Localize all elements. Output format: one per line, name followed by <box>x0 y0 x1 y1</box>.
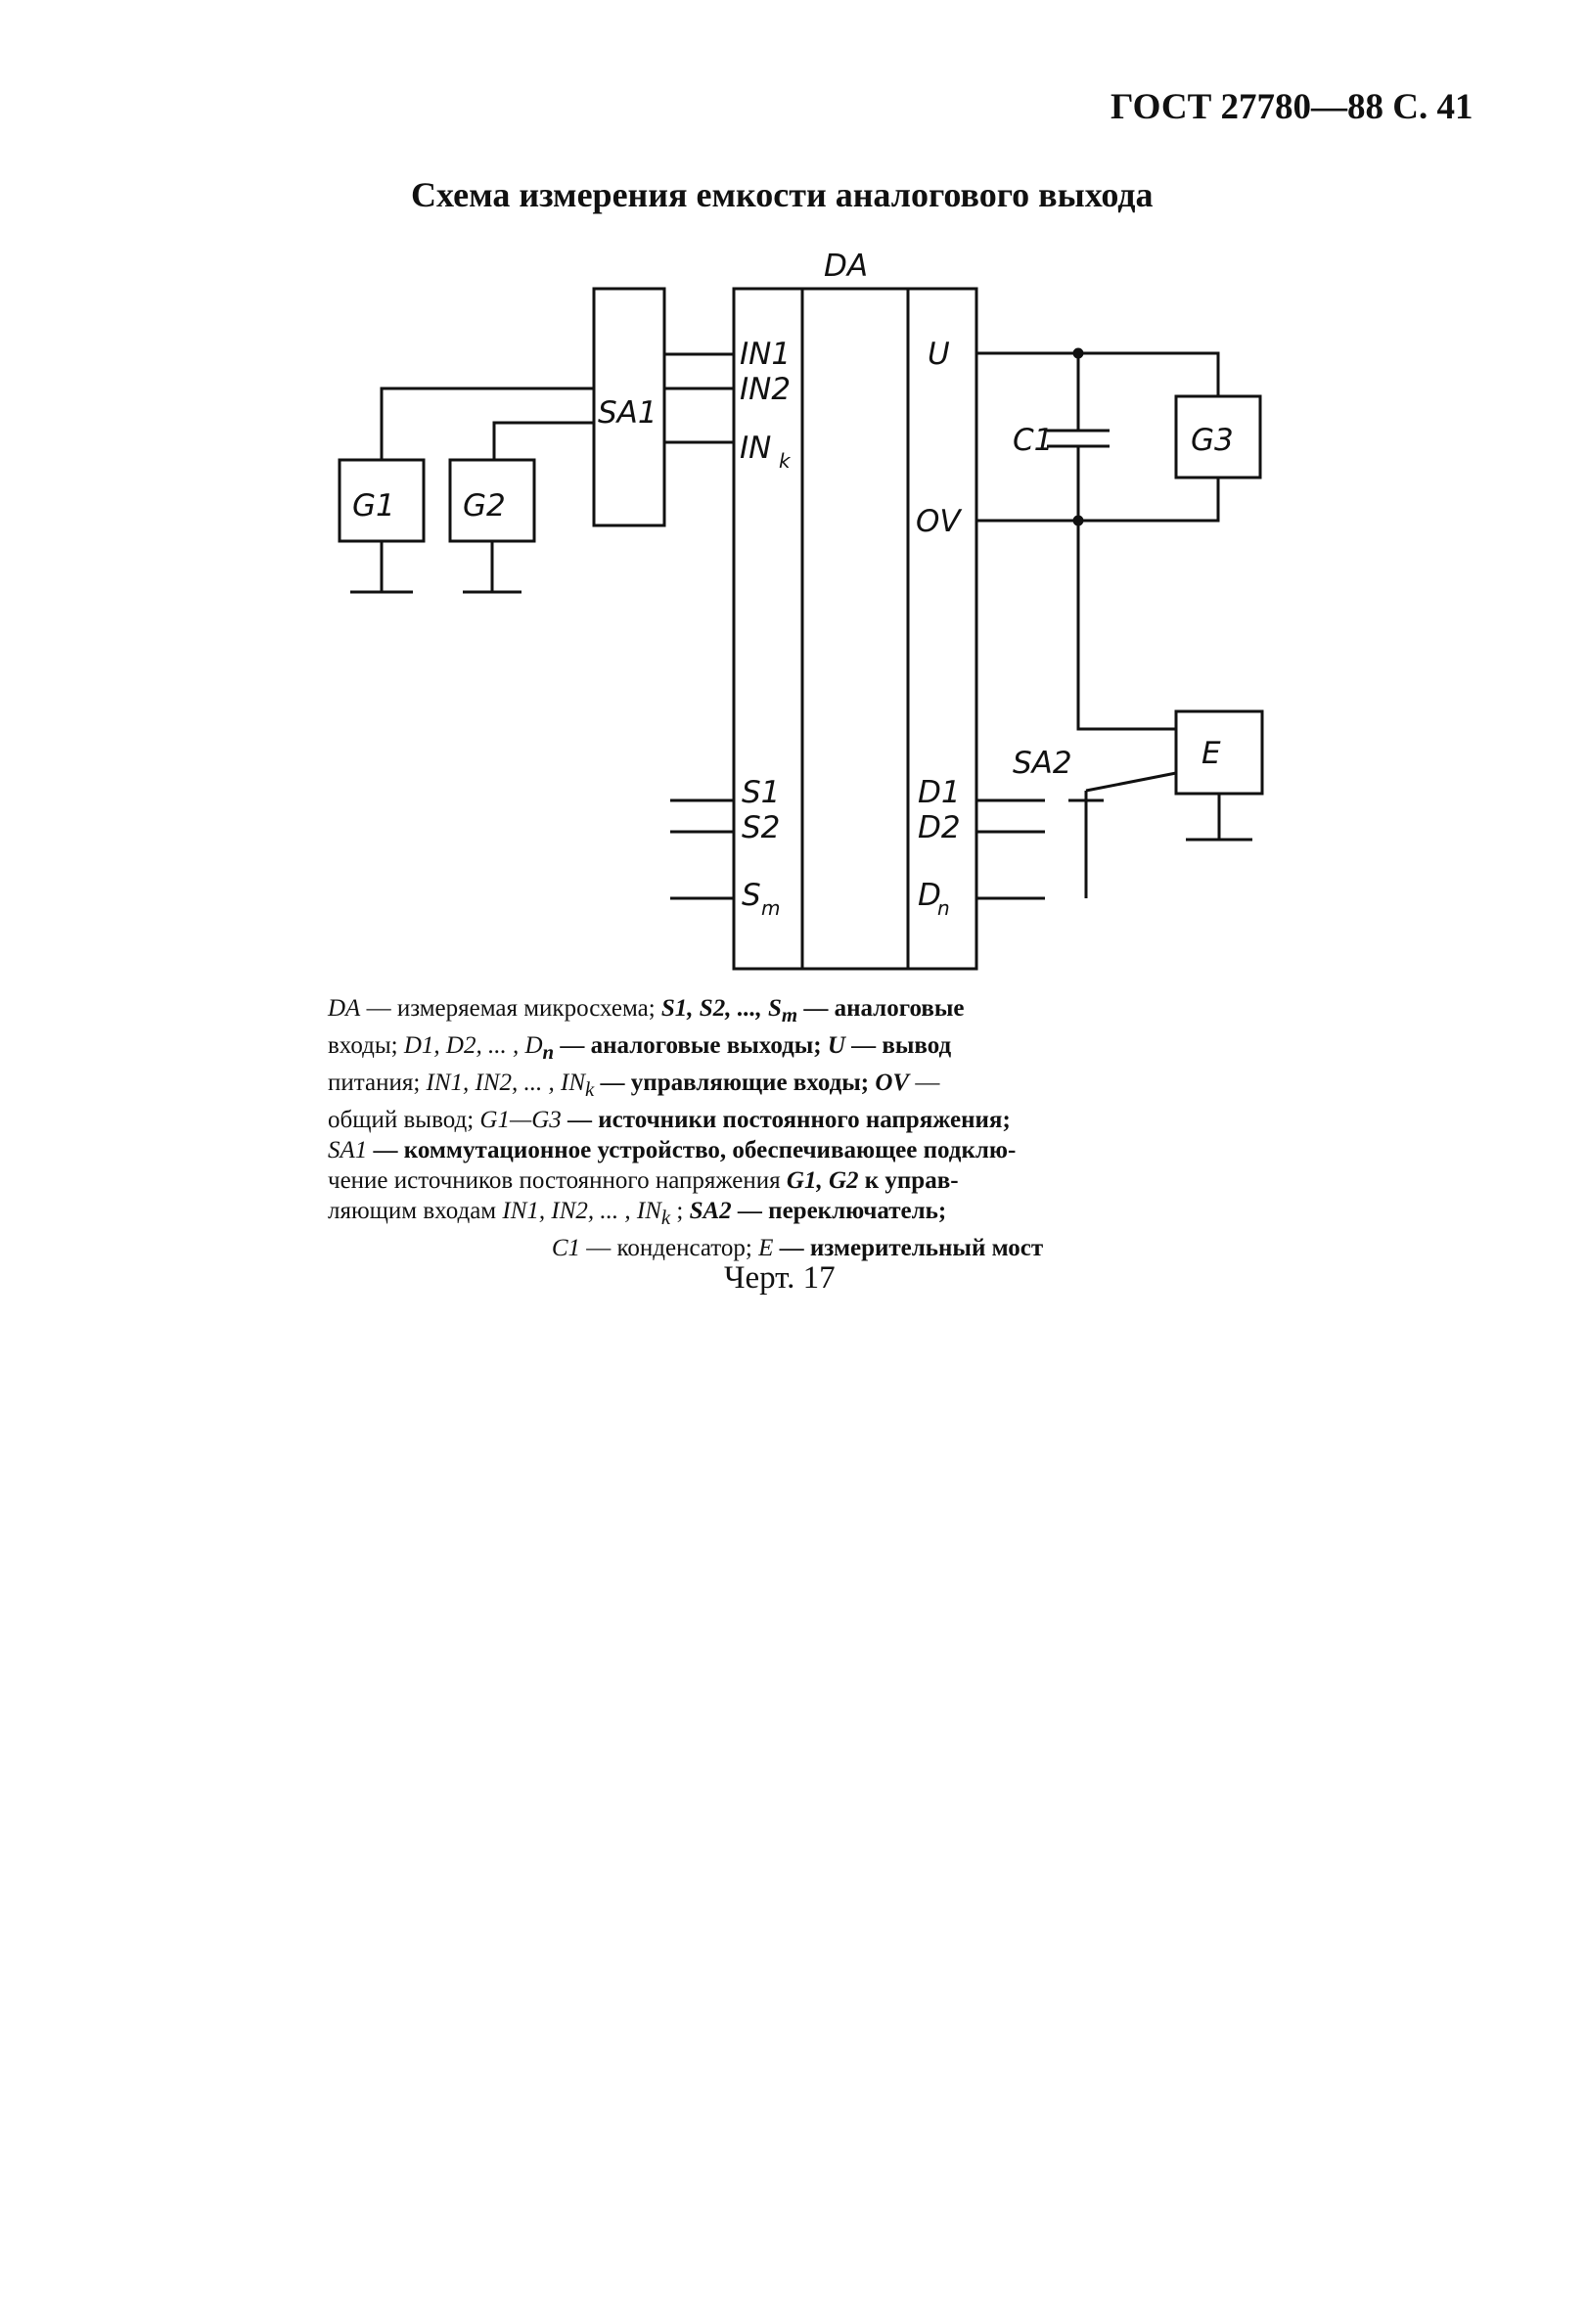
wire-sa2-to-bridge <box>1085 771 1177 793</box>
wire-ov-rail <box>976 478 1220 523</box>
legend-line-6: чение источников постоянного напряжения … <box>328 1167 959 1194</box>
pin-d1-label: D1 <box>918 775 961 810</box>
bridge-e-label: E <box>1202 736 1221 771</box>
pin-ink-sub: k <box>779 449 792 473</box>
wire-u-rail <box>976 351 1220 396</box>
pin-in1-label: IN1 <box>740 337 791 372</box>
pin-u-label: U <box>928 337 950 372</box>
legend-line-2: входы; D1, D2, ... , Dn — аналоговые вых… <box>328 1032 952 1064</box>
legend-line-4: общий вывод; G1—G3 — источники постоянно… <box>328 1107 1011 1133</box>
chip-da-outer <box>732 287 978 971</box>
pin-ov-label: OV <box>916 504 963 539</box>
circuit-diagram: DA SA1 G1 G2 IN1 IN2 IN k S1 S2 S m U OV… <box>338 249 1264 971</box>
page-header: ГОСТ 27780—88 С. 41 <box>1111 87 1474 127</box>
switch-sa1-box <box>592 287 666 527</box>
legend-line-5: SA1 — коммутационное устройство, обеспеч… <box>328 1137 1017 1163</box>
wire-g2 <box>492 421 594 460</box>
legend-line-8: C1 — конденсатор; E — измерительный мост <box>551 1235 1044 1261</box>
switch-sa2-label: SA2 <box>1013 746 1072 781</box>
legend-line-1: DA — измеряемая микросхема; S1, S2, ...,… <box>328 995 965 1026</box>
pin-dn-sub: n <box>937 896 950 920</box>
pin-sm-label: S <box>742 878 761 913</box>
wire-ov-to-bridge <box>1076 521 1176 731</box>
gen-g2-label: G2 <box>463 488 506 524</box>
capacitor-c1-label: C1 <box>1013 423 1053 458</box>
chip-da-label: DA <box>824 249 868 284</box>
gen-g1-label: G1 <box>352 488 395 524</box>
wire-g1 <box>380 387 594 460</box>
legend-line-3: питания; IN1, IN2, ... , INk — управляющ… <box>328 1070 940 1101</box>
pin-in2-label: IN2 <box>740 372 791 407</box>
gen-g3-box <box>1174 394 1262 479</box>
pin-ink-label: IN <box>740 431 771 466</box>
pin-d2-label: D2 <box>918 810 961 845</box>
pin-s1-label: S1 <box>742 775 780 810</box>
figure-title: Схема измерения емкости аналогового выхо… <box>411 175 1154 214</box>
switch-sa1-label: SA1 <box>598 395 657 431</box>
gen-g3-label: G3 <box>1191 423 1234 458</box>
legend-line-7: ляющим входам IN1, IN2, ... , INk ; SA2 … <box>328 1198 947 1229</box>
pin-sm-sub: m <box>761 896 780 920</box>
figure-legend: DA — измеряемая микросхема; S1, S2, ...,… <box>328 993 1267 1263</box>
pin-s2-label: S2 <box>742 810 780 845</box>
figure-caption: Черт. 17 <box>724 1260 836 1296</box>
pin-dn-label: D <box>918 878 941 913</box>
